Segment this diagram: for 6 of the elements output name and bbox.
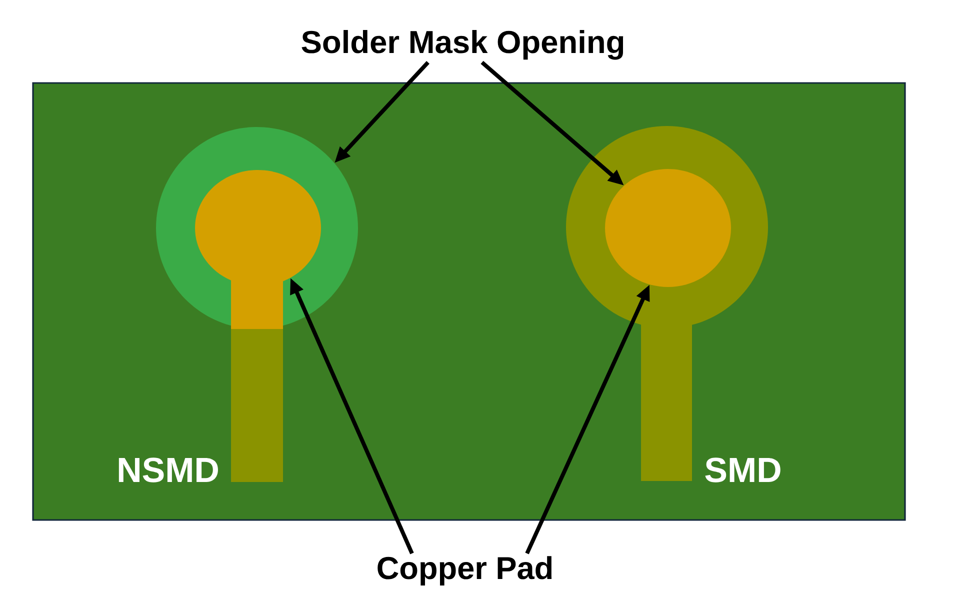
- callout-label: Copper Pad: [378, 556, 552, 586]
- pad-type-label: NSMD: [118, 458, 218, 482]
- callout-label: Solder Mask Opening: [302, 30, 624, 60]
- copper-pad: [605, 169, 731, 287]
- pad-type-label: SMD: [705, 458, 780, 482]
- copper-pad: [195, 170, 321, 329]
